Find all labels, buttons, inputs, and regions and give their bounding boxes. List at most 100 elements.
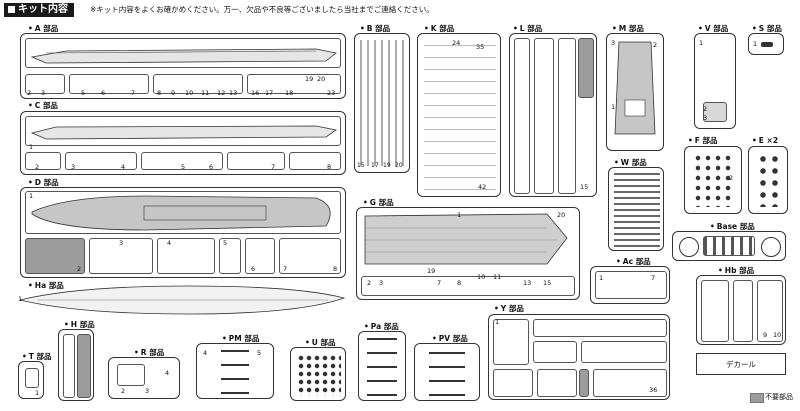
sprue-h-frame	[58, 329, 94, 401]
sprue-a-sub-1	[25, 74, 65, 94]
a-part-11: 11	[201, 89, 210, 97]
m-part-2: 2	[653, 41, 658, 49]
pm-aircraft	[221, 350, 249, 394]
sprue-base-frame	[672, 231, 786, 261]
y-part-1: 1	[495, 318, 500, 326]
sprue-ha-hull: 1	[18, 282, 348, 318]
l-part-15: 15	[580, 183, 589, 191]
hangar-deck-drawing	[364, 213, 568, 265]
sprue-m-frame: 3 2 1	[606, 33, 664, 151]
sprue-m-label: •M 部品	[612, 24, 644, 33]
sprue-l-col-2	[534, 38, 554, 194]
lower-hull-drawing	[19, 285, 346, 315]
a-part-8: 8	[157, 89, 162, 97]
sprue-a-hull-part	[25, 38, 341, 68]
d-part-6: 6	[251, 265, 256, 273]
a-part-6: 6	[101, 89, 106, 97]
y-part-36: 36	[649, 386, 658, 394]
b-part-20: 20	[395, 162, 403, 169]
d-part-7: 7	[283, 265, 288, 273]
a-part-7: 7	[131, 89, 136, 97]
sprue-b-bars	[360, 40, 404, 166]
m-part-3: 3	[611, 39, 616, 47]
pa-aircraft	[367, 338, 397, 396]
sprue-w-label: •W 部品	[614, 158, 647, 167]
d-part-5: 5	[223, 239, 228, 247]
sprue-a-frame: 2 3 5 6 7 8 9 10 11 12 13 16 17 18 19 20…	[20, 33, 346, 99]
unused-parts-swatch	[750, 393, 764, 403]
hb-part-10: 10	[773, 331, 782, 339]
r-part-3: 3	[145, 387, 150, 395]
g-part-3: 3	[379, 279, 384, 287]
sprue-c-sub-4	[227, 152, 285, 170]
c-part-1: 1	[29, 143, 34, 151]
sprue-d-sub-6	[245, 238, 275, 274]
decal-label: デカール	[726, 359, 756, 369]
c-part-7: 7	[271, 163, 276, 171]
d-part-2: 2	[77, 265, 82, 273]
y-sub-6	[537, 369, 577, 397]
r-part-4: 4	[165, 369, 170, 377]
a-part-20: 20	[317, 75, 326, 83]
base-parts	[703, 236, 755, 256]
sprue-v-frame: 2 3 1	[694, 33, 736, 129]
a-part-2: 2	[27, 89, 32, 97]
s-part-1: 1	[753, 40, 758, 48]
sprue-a-sub-4	[247, 74, 341, 94]
sprue-ac-label: •Ac 部品	[616, 257, 651, 266]
hb-part-3	[757, 280, 783, 342]
sprue-c-hull-part	[25, 116, 341, 146]
sprue-g-frame: 1 2 3 7 8 10 11 13 15 19 20	[356, 207, 580, 300]
sprue-a-sub-3	[153, 74, 243, 94]
sprue-y-frame: 1 36	[488, 314, 670, 400]
y-sub-7	[593, 369, 667, 397]
hb-part-1	[701, 280, 729, 342]
a-part-10: 10	[185, 89, 194, 97]
a-part-5: 5	[81, 89, 86, 97]
sprue-c-sub-5	[289, 152, 341, 170]
sprue-l-frame: 15	[509, 33, 597, 197]
sprue-d-label: •D 部品	[28, 178, 59, 187]
g-part-8: 8	[457, 279, 462, 287]
hull-side-drawing-c	[30, 125, 337, 140]
g-part-13: 13	[523, 279, 532, 287]
a-part-19: 19	[305, 75, 314, 83]
k-part-24: 24	[452, 39, 461, 47]
a-part-9: 9	[171, 89, 176, 97]
t-part	[25, 368, 39, 388]
sprue-ha-label: •Ha 部品	[28, 281, 64, 290]
g-part-11: 11	[493, 273, 502, 281]
sprue-d-sub-4	[157, 238, 215, 274]
sprue-y-label: •Y 部品	[494, 304, 524, 313]
bridge-deck-drawing	[614, 41, 656, 135]
sprue-d-unused-bow	[25, 238, 85, 274]
g-part-10: 10	[477, 273, 486, 281]
hb-part-2	[733, 280, 753, 342]
sprue-d-deck-part	[25, 191, 341, 234]
b-part-19: 19	[383, 162, 391, 169]
s-part-shape	[761, 42, 773, 47]
ac-part-7: 7	[651, 274, 656, 282]
sprue-r-label: •R 部品	[134, 348, 165, 357]
sprue-b-label: •B 部品	[360, 24, 391, 33]
a-part-13: 13	[229, 89, 238, 97]
r-part-2: 2	[121, 387, 126, 395]
sprue-hb-frame: 9 10	[696, 275, 786, 345]
a-part-17: 17	[265, 89, 274, 97]
r-part-frame	[117, 364, 145, 386]
sprue-t-label: •T 部品	[22, 352, 52, 361]
base-round-right	[761, 237, 781, 257]
sprue-t-frame: 1	[18, 361, 44, 399]
u-parts	[297, 354, 341, 396]
y-sub-1	[493, 319, 529, 365]
sprue-pa-label: •Pa 部品	[364, 322, 399, 331]
y-sub-4	[581, 341, 667, 363]
sprue-c-sub-1	[25, 152, 61, 170]
d-part-8: 8	[333, 265, 338, 273]
y-sub-unused	[579, 369, 589, 397]
g-part-20: 20	[557, 211, 566, 219]
d-part-4: 4	[167, 239, 172, 247]
flight-deck-drawing	[31, 195, 331, 231]
sprue-k-frame: 24 35 42	[417, 33, 501, 197]
t-part-1: 1	[35, 389, 40, 397]
